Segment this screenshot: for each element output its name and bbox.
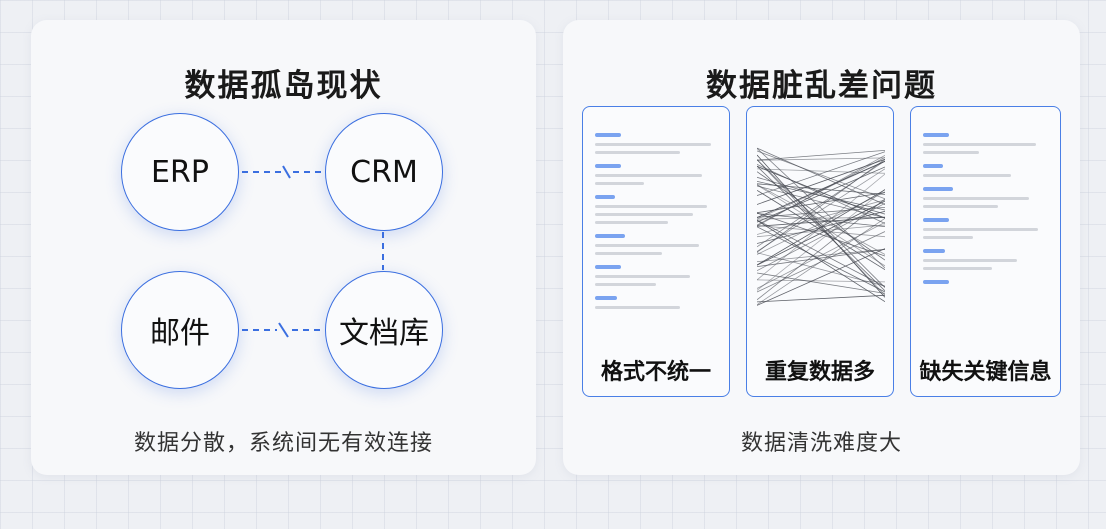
card-inconsistent-format: 格式不统一 [582,106,730,397]
tangled-line [757,231,885,293]
tangled-lines-illustration [757,147,885,306]
tangled-line [757,148,885,269]
card-label: 重复数据多 [764,360,875,385]
card-label: 缺失关键信息 [919,360,1052,385]
card-duplicate-data: 重复数据多 [746,106,894,397]
tangled-line [757,189,885,266]
tangled-line [757,249,885,267]
tangled-line [757,212,885,257]
panel-caption: 数据清洗难度大 [740,431,902,456]
tangled-line [757,165,885,219]
tangled-line [757,188,885,291]
tangled-line [757,157,885,161]
document-lines-illustration [595,133,717,314]
tangled-line [757,184,885,255]
tangled-line [757,160,885,248]
tangled-line [757,183,885,195]
tangled-line [757,199,885,235]
tangled-line [757,226,885,293]
tangled-line [757,200,885,266]
tangled-line [757,294,885,303]
tangled-line [757,185,885,219]
tangled-line [757,252,885,287]
node-mail: 邮件 [121,271,239,389]
tangled-line [757,248,885,263]
node-docs: 文档库 [325,271,443,389]
tangled-line [757,216,885,220]
tangled-line [757,158,885,205]
panel-title: 数据脏乱差问题 [706,68,937,104]
tangled-line [757,224,885,238]
panel-caption: 数据分散，系统间无有效连接 [133,431,433,456]
tangled-line [757,150,885,161]
tangled-line [757,173,885,281]
tangled-line [757,248,885,306]
tangled-line [757,168,885,174]
node-erp: ERP [121,113,239,231]
card-label: 格式不统一 [600,360,711,385]
tangled-line [757,192,885,214]
card-missing-key-info: 缺失关键信息 [910,106,1061,397]
tangled-line [757,213,885,227]
document-lines-illustration [923,133,1048,290]
tangled-line [757,219,885,287]
tangled-line [757,164,885,224]
tangled-line [757,151,885,196]
panel-title: 数据孤岛现状 [184,68,383,104]
tangled-line [757,189,885,271]
tangled-line [757,216,885,227]
tangled-line [757,166,885,223]
tangled-line [757,165,885,292]
tangled-line [757,219,885,303]
data-silo-panel: 数据孤岛现状 数据分散，系统间无有效连接 [31,20,536,475]
tangled-line [757,154,885,298]
node-crm: CRM [325,113,443,231]
tangled-line [757,147,885,205]
tangled-line [757,272,885,294]
tangled-line [757,156,885,226]
tangled-line [757,198,885,301]
